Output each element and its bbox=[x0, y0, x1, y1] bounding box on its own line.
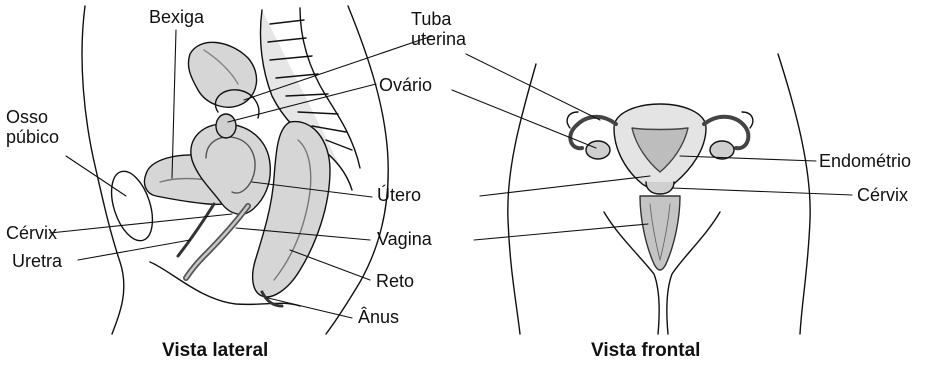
label-pubic-bone-line2: púbico bbox=[6, 128, 59, 147]
label-urethra: Uretra bbox=[12, 252, 62, 271]
label-endometrium: Endométrio bbox=[819, 152, 911, 171]
caption-lateral-view: Vista lateral bbox=[162, 340, 268, 362]
label-rectum: Reto bbox=[376, 272, 414, 291]
frontal-body-right-outline bbox=[778, 54, 810, 334]
caption-frontal-view: Vista frontal bbox=[591, 340, 700, 362]
ovary-frontal-left bbox=[586, 141, 610, 159]
label-uterine-tube-line2: uterina bbox=[411, 30, 466, 49]
label-vagina: Vagina bbox=[377, 230, 432, 249]
ovary-lateral bbox=[216, 114, 236, 138]
cervix-frontal bbox=[646, 182, 674, 194]
lateral-view bbox=[50, 6, 432, 334]
label-ovary: Ovário bbox=[379, 76, 432, 95]
label-anus: Ânus bbox=[358, 308, 399, 327]
sigmoid-colon bbox=[188, 42, 256, 107]
frontal-view bbox=[452, 54, 852, 334]
label-uterus: Útero bbox=[377, 186, 421, 205]
lateral-body-front-outline bbox=[82, 6, 124, 334]
label-uterine-tube-line1: Tuba bbox=[411, 10, 451, 29]
ovary-frontal-right bbox=[710, 141, 734, 159]
label-cervix-lateral: Cérvix bbox=[6, 224, 57, 243]
label-cervix-frontal: Cérvix bbox=[857, 186, 908, 205]
label-bladder: Bexiga bbox=[149, 8, 204, 27]
frontal-body-left-outline bbox=[508, 64, 536, 334]
label-pubic-bone-line1: Osso bbox=[6, 108, 48, 127]
